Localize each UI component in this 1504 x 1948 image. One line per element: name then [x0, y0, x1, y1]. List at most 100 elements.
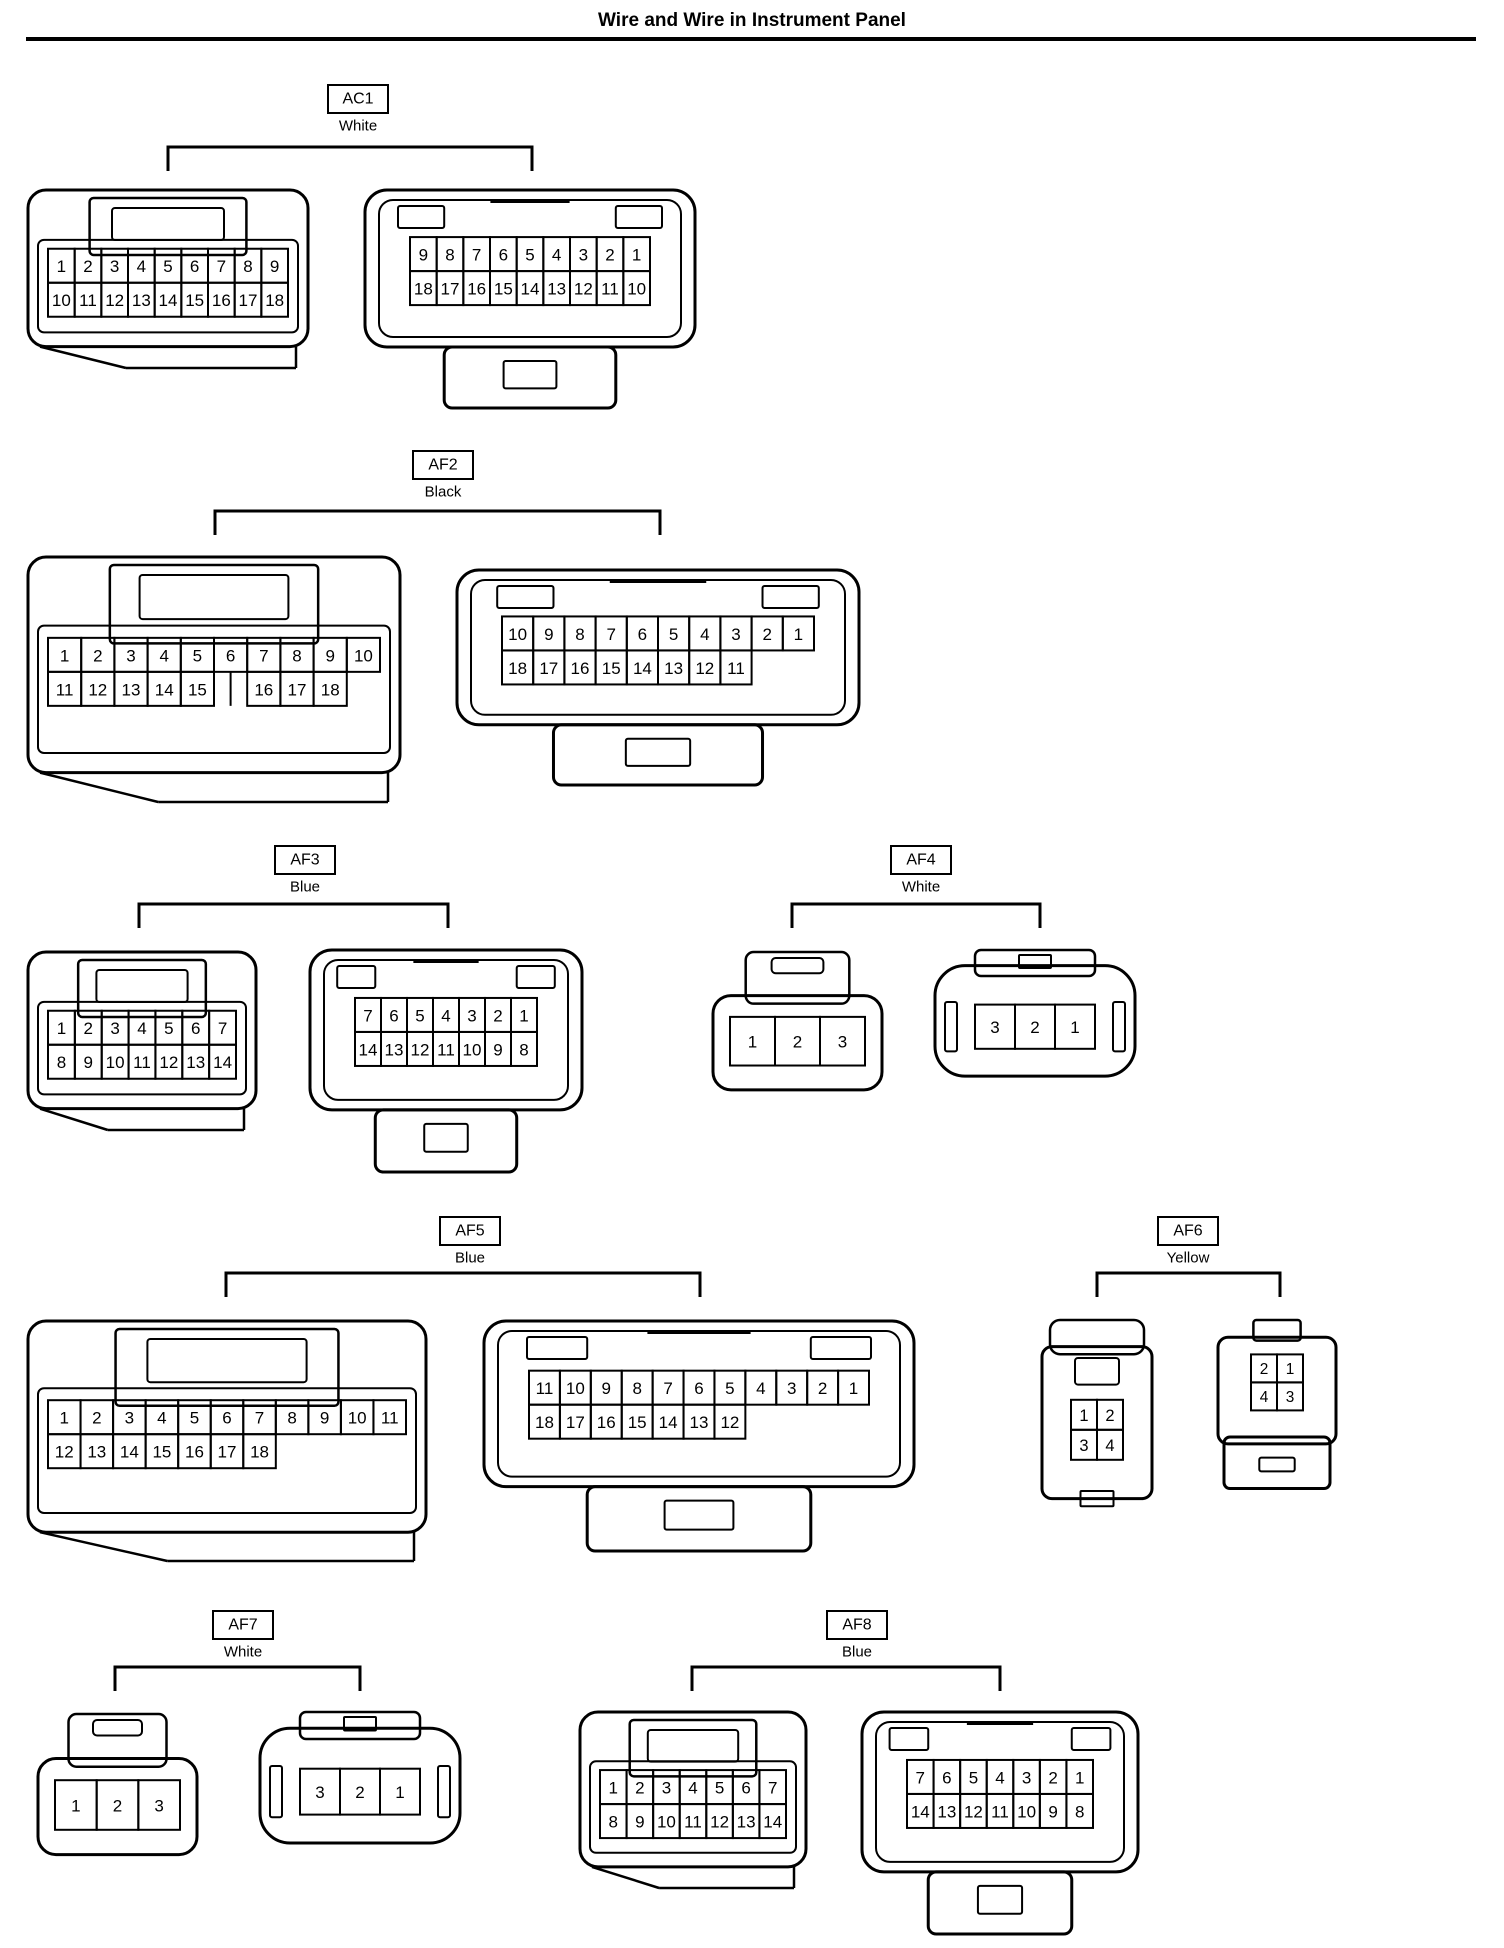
pin-number: 14 [633, 659, 652, 678]
pin-number: 12 [105, 291, 124, 310]
pin-cell [179, 670, 216, 707]
pin-number: 8 [609, 1813, 618, 1832]
connector-housing [258, 1726, 462, 1845]
housing-foot [39, 771, 159, 804]
inner-frame [323, 959, 569, 1101]
pin-number: 15 [602, 659, 621, 678]
latch-hood [628, 1718, 758, 1778]
pin-number: 9 [544, 625, 553, 644]
pin-number: 18 [414, 280, 433, 299]
connector-code: AF2 [428, 457, 457, 474]
pin-number: 12 [720, 1413, 739, 1432]
pin-number: 16 [467, 280, 486, 299]
pin-number: 6 [741, 1779, 750, 1798]
pin-number: 16 [185, 1443, 204, 1462]
pin-number: 6 [190, 257, 199, 276]
pin-number: 5 [969, 1768, 978, 1787]
connector-housing [26, 950, 258, 1111]
pin-cell [372, 1399, 408, 1436]
pin-number: 9 [1048, 1802, 1057, 1821]
pin-number: 3 [126, 646, 135, 665]
pin-number: 4 [756, 1379, 765, 1398]
inner-frame [497, 1330, 901, 1478]
release-tab [1079, 1490, 1115, 1508]
connector-code: AF3 [290, 852, 319, 869]
pin-number: 17 [539, 659, 558, 678]
pin-number: 4 [552, 246, 561, 265]
connector-housing [1216, 1335, 1338, 1446]
pin-number: 4 [1260, 1389, 1269, 1406]
pin-number: 1 [1079, 1407, 1088, 1425]
pin-number: 1 [1286, 1361, 1295, 1378]
pin-number: 18 [321, 680, 340, 699]
guide-rib [1112, 1001, 1126, 1053]
pin-number: 7 [218, 1019, 227, 1038]
pin-number: 18 [265, 291, 284, 310]
pin-number: 1 [1075, 1768, 1084, 1787]
latch-tab [926, 1870, 1074, 1936]
pin-number: 15 [185, 291, 204, 310]
pin-number: 9 [602, 1379, 611, 1398]
latch-tab [442, 345, 618, 410]
pin-number: 10 [106, 1053, 125, 1072]
pin-number: 5 [163, 257, 172, 276]
pin-number: 10 [1017, 1802, 1036, 1821]
pin-number: 14 [359, 1040, 378, 1059]
latch-release [663, 1499, 735, 1531]
pin-cell [260, 281, 290, 318]
pin-number: 11 [601, 280, 619, 299]
guide-slot [397, 205, 446, 229]
latch-release [502, 359, 558, 390]
pin-number: 13 [547, 280, 566, 299]
guide-slot [1070, 1727, 1112, 1751]
pin-cell [510, 1030, 538, 1067]
pin-number: 3 [838, 1033, 847, 1052]
cavity-frame [37, 1000, 247, 1096]
latch-tab [551, 723, 765, 787]
pin-number: 2 [84, 1019, 93, 1038]
connector-code-box [327, 84, 389, 114]
pin-number: 3 [1079, 1437, 1088, 1455]
connector-code: AF7 [228, 1617, 257, 1634]
latch-window [343, 1716, 377, 1732]
pin-number: 10 [566, 1379, 585, 1398]
page-title: Wire and Wire in Instrument Panel [598, 10, 906, 31]
pin-number: 1 [60, 1409, 69, 1428]
pin-number: 6 [638, 625, 647, 644]
latch-window [1018, 954, 1052, 969]
pin-number: 8 [445, 246, 454, 265]
pin-number: 13 [664, 659, 683, 678]
connector-color: Blue [842, 1644, 872, 1661]
pin-number: 2 [355, 1783, 364, 1802]
pin-number: 15 [152, 1443, 171, 1462]
pin-number: 3 [990, 1018, 999, 1037]
pin-number: 2 [818, 1379, 827, 1398]
pin-number: 11 [991, 1802, 1009, 1821]
connector-housing [363, 188, 697, 349]
pin-number: 9 [270, 257, 279, 276]
guide-slot [336, 965, 377, 989]
pin-number: 5 [715, 1779, 724, 1798]
pin-number: 7 [255, 1409, 264, 1428]
pin-number: 2 [93, 646, 102, 665]
pin-number: 9 [325, 646, 334, 665]
pin-number: 1 [849, 1379, 858, 1398]
pin-number: 2 [793, 1033, 802, 1052]
pin-number: 7 [259, 646, 268, 665]
release-tab [1258, 1456, 1296, 1473]
pin-number: 11 [727, 659, 745, 678]
pin-number: 3 [110, 257, 119, 276]
connector-code-box [212, 1610, 274, 1640]
latch-hood [298, 1710, 422, 1741]
pin-number: 4 [137, 257, 146, 276]
connector-code: AF6 [1173, 1223, 1202, 1240]
latch-release [624, 737, 692, 767]
guide-rib [269, 1765, 283, 1819]
latch-hood [114, 1327, 340, 1408]
pin-number: 13 [737, 1813, 756, 1832]
connector-housing [711, 994, 884, 1092]
pin-number: 6 [191, 1019, 200, 1038]
